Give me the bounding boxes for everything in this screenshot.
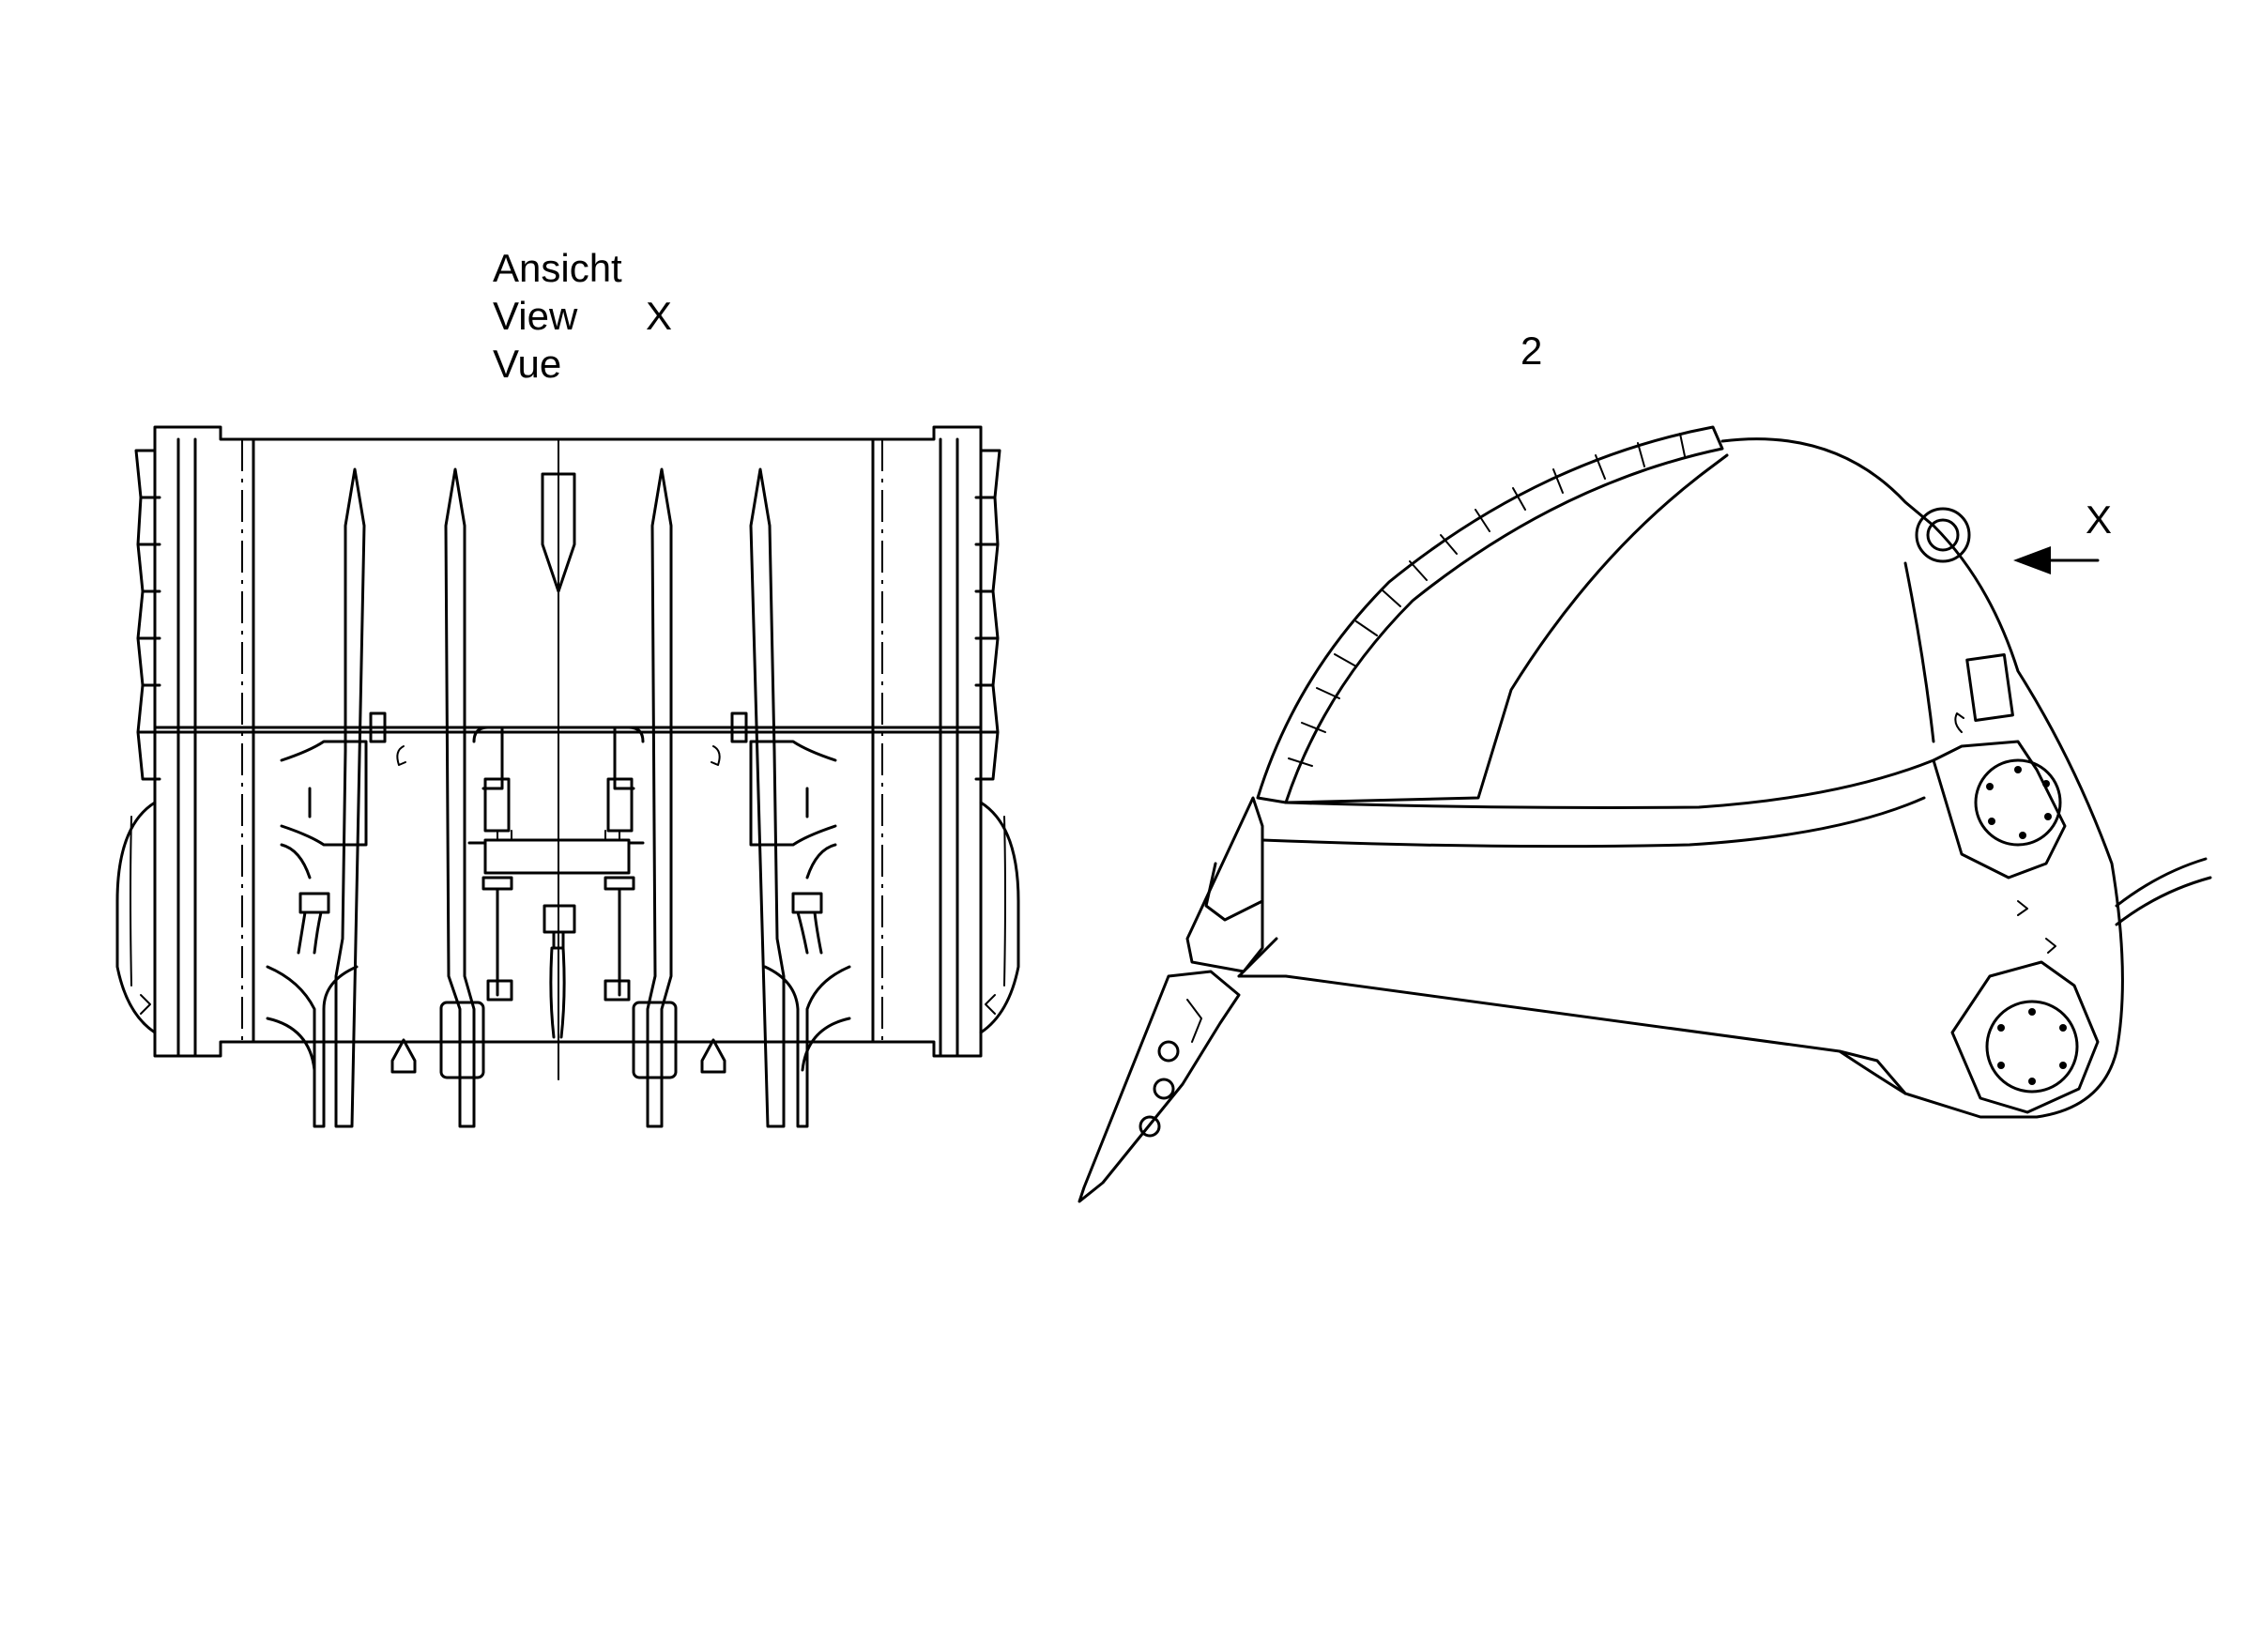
top-wear-plates xyxy=(1256,425,1724,804)
part-number-label: 2 xyxy=(1521,329,1543,373)
bucket-tooth xyxy=(1078,796,1264,1203)
view-label-english: View xyxy=(493,294,578,338)
right-wear-plates xyxy=(974,449,1020,1034)
view-label-french: Vue xyxy=(493,342,562,386)
hydraulic-lines xyxy=(297,711,823,1039)
bucket-arm-1 xyxy=(334,467,366,1128)
view-direction-arrow xyxy=(2013,546,2100,574)
bucket-side-view xyxy=(1078,425,2212,1203)
bucket-arm-3 xyxy=(646,467,673,1128)
view-label-german: Ansicht xyxy=(493,246,622,290)
bucket-arm-2 xyxy=(444,467,476,1128)
left-wear-plates xyxy=(115,449,161,1034)
view-label-letter: X xyxy=(646,294,673,338)
view-arrow-label: X xyxy=(2086,497,2113,542)
bucket-arm-4 xyxy=(749,467,786,1128)
bucket-front-view xyxy=(115,425,1020,1128)
